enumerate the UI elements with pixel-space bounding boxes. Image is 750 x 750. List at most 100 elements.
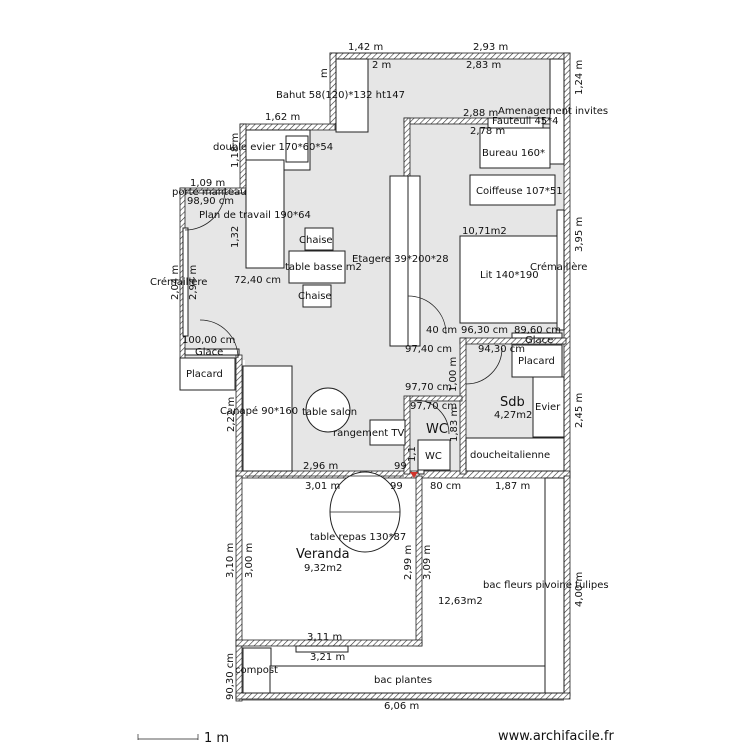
label-etagere: Etagere 39*200*28 [352,254,449,265]
label-1-42: 1,42 m [348,42,383,53]
label-1-62: 1,62 m [265,112,300,123]
label-wc-title: WC [426,422,448,437]
label-coiffeuse: Coiffeuse 107*51 [476,186,563,197]
label-3-00: 3,00 m [244,543,255,578]
coiffeuse-furniture [469,174,556,206]
label-89-60: 89,60 cm [514,325,561,336]
label-2-04: 2,04 m [170,265,181,300]
label-fauteuil: Fauteuil 45*4 [492,116,559,127]
label-compost: compost [235,665,278,676]
credit-link[interactable]: www.archifacile.fr [498,729,614,744]
canape-furniture [242,365,293,472]
label-1-00: 1,00 m [448,357,459,392]
wall [459,337,467,475]
wall [235,475,243,702]
label-80: 80 cm [430,481,461,492]
scale-bar: 1 m [137,731,229,746]
label-glace-left: Glace [195,347,223,358]
label-97-40: 97,40 cm [405,344,452,355]
label-6-06: 6,06 m [384,701,419,712]
label-bureau: Bureau 160* [482,148,545,159]
etagere-shelf [407,175,421,347]
label-1-83: 1,83 m [449,407,460,442]
wall [239,123,336,131]
floor-left [184,190,248,360]
label-2-83: 2,83 m [466,60,501,71]
label-2-93: 2,93 m [473,42,508,53]
rangement-furniture [369,419,406,446]
door-swing [184,189,226,231]
label-cremaillere-left: Crémaillère [150,276,207,288]
placard-sdb [511,344,563,378]
label-bac-fleurs: bac fleurs pivoine tulipes [483,580,609,591]
wc-tank [417,469,425,475]
label-sdb-area: 4,27m2 [494,410,532,421]
veranda-bench [295,645,349,653]
glace-left [184,348,240,356]
table-salon-furniture [305,387,351,433]
label-double-evier: double evier 170*60*54 [213,142,333,153]
wc-toilet [417,439,451,471]
label-96-30: 96,30 cm [461,325,508,336]
door-swing [414,399,450,435]
label-2-88: 2,88 m [463,108,498,119]
bac-fleurs-furniture [544,477,565,694]
door-swing [407,295,447,335]
label-1-18: 1,18 m [230,133,241,168]
label-bahut: Bahut 58(120)*132 ht147 [276,90,405,101]
label-3-11: 3,11 m [307,632,342,643]
glace-bedroom [511,332,563,339]
label-canape: Canapé 90*160 [220,405,298,417]
label-2m: 2 m [372,60,391,71]
label-1-09: 1,09 m [190,178,225,189]
label-placard-sdb: Placard [518,356,555,367]
label-3-09: 3,09 m [422,545,433,580]
label-4-00: 4,00 m [574,572,585,607]
wall [329,52,571,60]
chaise-top [304,227,334,251]
placard-left [179,357,236,391]
label-salon-area: 72,40 cm [234,275,281,286]
chaise-bottom [302,284,332,308]
label-99b: 99 [390,481,403,492]
label-chaise-top: Chaise [299,235,333,246]
label-glace-bedroom: Glace [525,335,553,346]
label-90-30: 90,30 cm [225,653,236,700]
label-sdb-title: Sdb [500,395,525,410]
label-veranda-area: 9,32m2 [304,563,342,574]
label-wc-small: WC [425,451,442,462]
label-2-94: 2,94 m [188,265,199,300]
wall [235,692,571,700]
label-cremaillere-right: Crémaillère [530,261,587,273]
label-1-87: 1,87 m [495,481,530,492]
evier-sdb [532,376,565,438]
label-evier-sdb: Evier [535,402,561,413]
label-porte-manteau: porte manteau [172,187,247,198]
label-2-99: 2,99 m [403,545,414,580]
label-veranda-title: Veranda [296,547,350,562]
label-100: 100,00 cm [182,335,235,346]
label-94-30: 94,30 cm [478,344,525,355]
label-m-bahut: m [319,68,330,78]
label-table-salon: table salon [302,407,357,418]
cremaillere-right [556,209,565,331]
door-swing [199,319,239,359]
douche-furniture [465,437,565,472]
bahut-furniture [335,58,369,133]
label-97-70a: 97,70 cm [405,382,452,393]
label-40: 40 cm [426,325,457,336]
label-99a: 99 [394,461,407,472]
label-lit: Lit 140*190 [480,270,539,281]
label-2-45: 2,45 m [574,393,585,428]
label-jardin-area: 12,63m2 [438,596,483,607]
door-swing [465,347,503,385]
wall [235,470,571,479]
label-3-95: 3,95 m [574,217,585,252]
amenagement-furniture [549,58,565,165]
label-97-70b: 97,70 cm [410,401,457,412]
bureau-furniture [479,127,551,169]
label-1-32: 1,32 [230,226,241,248]
label-3-01: 3,01 m [305,481,340,492]
label-placard-left: Placard [186,369,223,380]
